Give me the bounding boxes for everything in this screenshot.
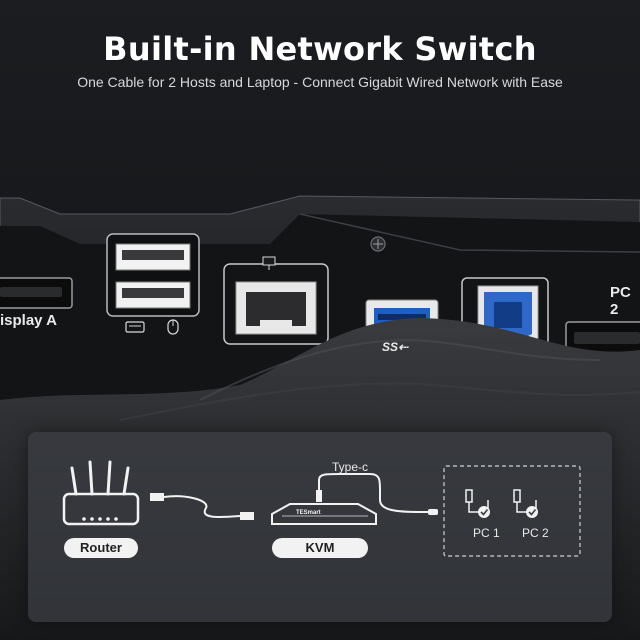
keyboard-icon <box>125 321 145 333</box>
displayport-a <box>0 277 73 309</box>
router-icon <box>62 460 140 526</box>
ethernet-port <box>223 263 329 345</box>
kvm-icon <box>271 503 377 525</box>
usb3-label: SS⇠ <box>382 340 409 354</box>
mouse-icon <box>167 319 179 335</box>
pc2-port-label: PC 2 <box>610 284 631 318</box>
pc-group-box <box>443 465 581 557</box>
connection-diagram-panel <box>28 432 612 622</box>
typec-cable <box>316 473 438 515</box>
router-label: Router <box>64 538 138 558</box>
typec-label: Type-c <box>332 460 369 474</box>
display-a-label: isplay A <box>0 312 57 329</box>
page-title: Built-in Network Switch <box>103 30 537 68</box>
check-icon <box>526 506 538 518</box>
network-icon <box>262 256 276 270</box>
screw-icon <box>370 236 386 252</box>
kvm-brand: TESmart <box>296 510 321 516</box>
pc2-label: PC 2 <box>522 526 549 540</box>
usb-hub-ports <box>106 233 200 317</box>
pc1-label: PC 1 <box>473 526 500 540</box>
kvm-label: KVM <box>272 538 368 558</box>
ethernet-cable <box>150 493 254 520</box>
check-icon <box>478 506 490 518</box>
page-subtitle: One Cable for 2 Hosts and Laptop - Conne… <box>77 74 563 90</box>
